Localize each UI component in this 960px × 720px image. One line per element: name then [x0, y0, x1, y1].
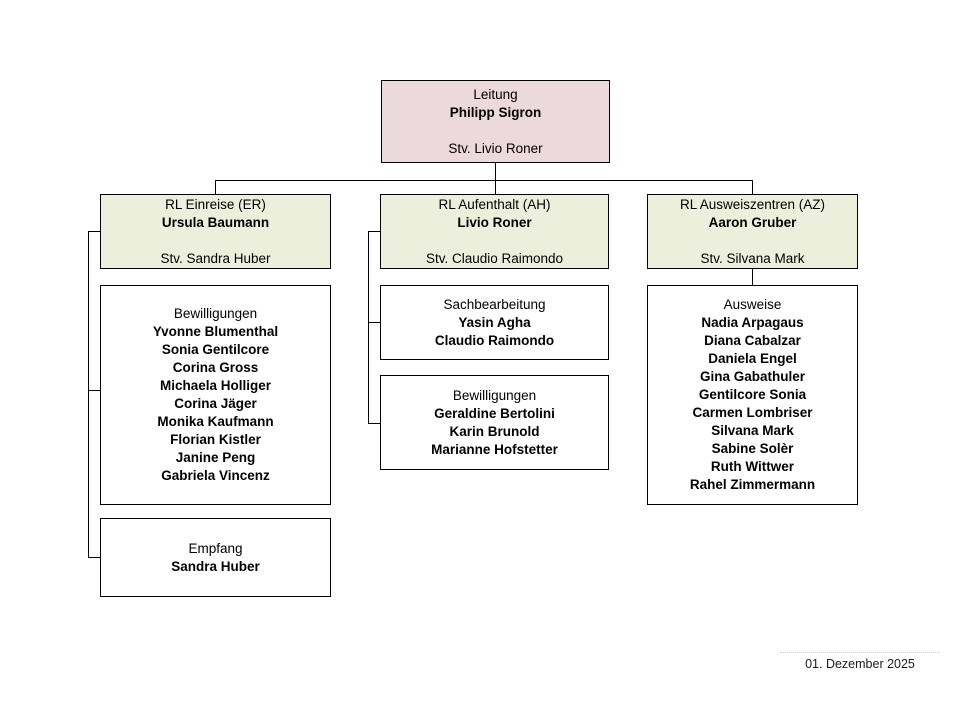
box-sachbearbeitung: Sachbearbeitung Yasin Agha Claudio Raimo… [380, 285, 609, 360]
box-rl-einreise: RL Einreise (ER) Ursula Baumann Stv. San… [100, 194, 331, 269]
box-rl-einreise-name: Ursula Baumann [161, 214, 270, 230]
box-empfang-members: Sandra Huber [171, 558, 260, 574]
box-bewilligungen-er-members: Yvonne Blumenthal Sonia Gentilcore Corin… [152, 324, 279, 483]
connector-drop-ah [495, 180, 496, 194]
connector-er-branch-vert [88, 231, 89, 557]
footer-date: 01. Dezember 2025 [780, 652, 940, 671]
connector-level2-rail [215, 180, 753, 181]
box-rl-aufenthalt-deputy: Stv. Claudio Raimondo [425, 250, 564, 266]
box-rl-ausweiszentren-title: RL Ausweiszentren (AZ) [679, 196, 826, 212]
box-rl-ausweiszentren-deputy: Stv. Silvana Mark [700, 250, 805, 266]
connector-er-to-bewilligungen [88, 390, 100, 391]
box-rl-aufenthalt-name: Livio Roner [457, 214, 532, 230]
connector-ah-to-bewilligungen [368, 423, 380, 424]
box-leitung-title: Leitung [473, 86, 518, 102]
connector-az-to-ausweise [752, 269, 753, 285]
box-leitung-name: Philipp Sigron [449, 104, 542, 120]
box-empfang-title: Empfang [188, 540, 243, 556]
box-rl-aufenthalt: RL Aufenthalt (AH) Livio Roner Stv. Clau… [380, 194, 609, 269]
box-rl-ausweiszentren: RL Ausweiszentren (AZ) Aaron Gruber Stv.… [647, 194, 858, 269]
box-empfang: Empfang Sandra Huber [100, 518, 331, 597]
box-bewilligungen-ah-title: Bewilligungen [452, 387, 537, 403]
box-ausweise-members: Nadia Arpagaus Diana Cabalzar Daniela En… [689, 315, 816, 492]
box-rl-aufenthalt-title: RL Aufenthalt (AH) [438, 196, 551, 212]
connector-ah-to-sachbearbeitung [368, 322, 380, 323]
box-leitung: Leitung Philipp Sigron Stv. Livio Roner [381, 80, 610, 163]
box-ausweise-title: Ausweise [723, 297, 782, 312]
box-sachbearbeitung-members: Yasin Agha Claudio Raimondo [434, 314, 555, 348]
connector-er-to-empfang [88, 557, 100, 558]
connector-er-branch-out [88, 231, 100, 232]
box-rl-einreise-title: RL Einreise (ER) [165, 196, 266, 212]
box-sachbearbeitung-title: Sachbearbeitung [443, 296, 546, 312]
connector-ah-branch-out [368, 231, 380, 232]
connector-ah-branch-vert [368, 231, 369, 423]
box-ausweise: Ausweise Nadia Arpagaus Diana Cabalzar D… [647, 285, 858, 505]
connector-leitung-trunk [495, 163, 496, 180]
box-bewilligungen-ah-members: Geraldine Bertolini Karin Brunold Marian… [431, 405, 558, 457]
box-rl-ausweiszentren-name: Aaron Gruber [708, 214, 797, 230]
box-bewilligungen-ah: Bewilligungen Geraldine Bertolini Karin … [380, 375, 609, 470]
box-bewilligungen-er: Bewilligungen Yvonne Blumenthal Sonia Ge… [100, 285, 331, 505]
connector-drop-er [215, 180, 216, 194]
box-leitung-deputy: Stv. Livio Roner [448, 140, 543, 156]
box-bewilligungen-er-title: Bewilligungen [173, 306, 258, 321]
box-rl-einreise-deputy: Stv. Sandra Huber [160, 250, 271, 266]
connector-drop-az [752, 180, 753, 194]
